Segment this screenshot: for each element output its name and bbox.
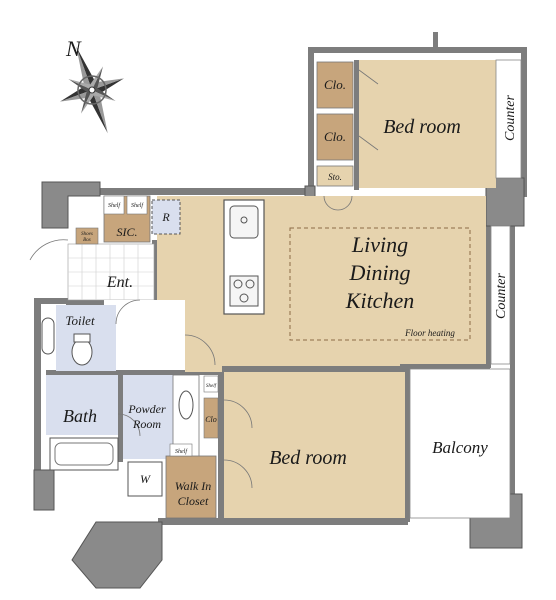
pillar-entrance (41, 181, 101, 229)
pillar-bottom-left-small (33, 469, 55, 511)
washer-space (127, 461, 163, 497)
shelf-2-label: Shelf (131, 202, 144, 209)
storage-top (316, 165, 354, 187)
shelf-box-1 (103, 195, 125, 215)
washer-label: W (140, 472, 151, 486)
compass-letter: N (65, 36, 82, 61)
shoes-box-label-2: Box (83, 238, 92, 243)
ldk-label-dining: Dining (348, 260, 410, 285)
counter-top-label: Counter (503, 95, 518, 141)
shoes-box (75, 227, 99, 245)
storage-top-label: Sto. (328, 172, 342, 182)
shoes-box-label-1: Shoes (81, 232, 93, 237)
shelf-box-3 (169, 443, 193, 457)
refrigerator (151, 199, 181, 235)
bath-label: Bath (63, 406, 97, 426)
shelf-3-label: Shelf (175, 448, 188, 455)
closet-mid-label: Clo (205, 415, 217, 424)
bedroom-top-floor (359, 60, 496, 188)
clo-top-2-label: Clo. (324, 129, 346, 144)
entrance-label: Ent. (106, 274, 133, 291)
bedroom-top-label: Bed room (383, 116, 461, 138)
balcony-label: Balcony (432, 438, 488, 457)
counter-mid-strip (490, 225, 511, 365)
sink-drain (240, 216, 248, 224)
shelf-box-2 (126, 195, 148, 215)
sic-label: SIC. (117, 225, 138, 239)
shelf-1-label: Shelf (108, 202, 121, 209)
counter-top-strip (495, 59, 522, 179)
powder-room-label-1: Powder (127, 402, 166, 416)
powder-room-floor (123, 375, 173, 459)
closet-mid (203, 397, 219, 439)
sink (229, 205, 259, 239)
powder-sink (178, 390, 194, 420)
bathtub-inner (54, 442, 114, 466)
bedroom-bottom-floor (224, 372, 405, 518)
walkin-closet-label-1: Walk In (175, 479, 212, 493)
floor-heating-area (289, 227, 471, 341)
door-swings (29, 69, 379, 489)
clo-top-1-label: Clo. (324, 77, 346, 92)
toilet-tank (73, 333, 91, 343)
shelf-4-label: Shelf (206, 384, 217, 389)
shelf-box-4 (203, 375, 219, 393)
refrigerator-label: R (161, 210, 170, 224)
balcony-area (409, 368, 511, 519)
walkin-closet-label-2: Closet (178, 494, 209, 508)
closet-top-2 (316, 113, 354, 161)
toilet-bowl (71, 338, 93, 366)
hallway-floor (104, 300, 185, 370)
bath-floor (46, 375, 118, 435)
bedroom-bottom-label: Bed room (269, 447, 347, 469)
ldk-label-living: Living (351, 232, 408, 257)
toilet-label: Toilet (65, 313, 95, 328)
ldk-label-kitchen: Kitchen (345, 288, 414, 313)
counter-mid-label: Counter (494, 273, 509, 319)
pillar-bottom-left (71, 521, 163, 589)
closet-top-1 (316, 61, 354, 109)
ldk-floor (157, 196, 486, 372)
compass-rose (60, 46, 124, 134)
powder-room-label-2: Room (132, 417, 161, 431)
floor-heating-label: Floor heating (404, 328, 455, 338)
toilet-sink (41, 317, 55, 355)
entrance-tiles (68, 244, 154, 300)
